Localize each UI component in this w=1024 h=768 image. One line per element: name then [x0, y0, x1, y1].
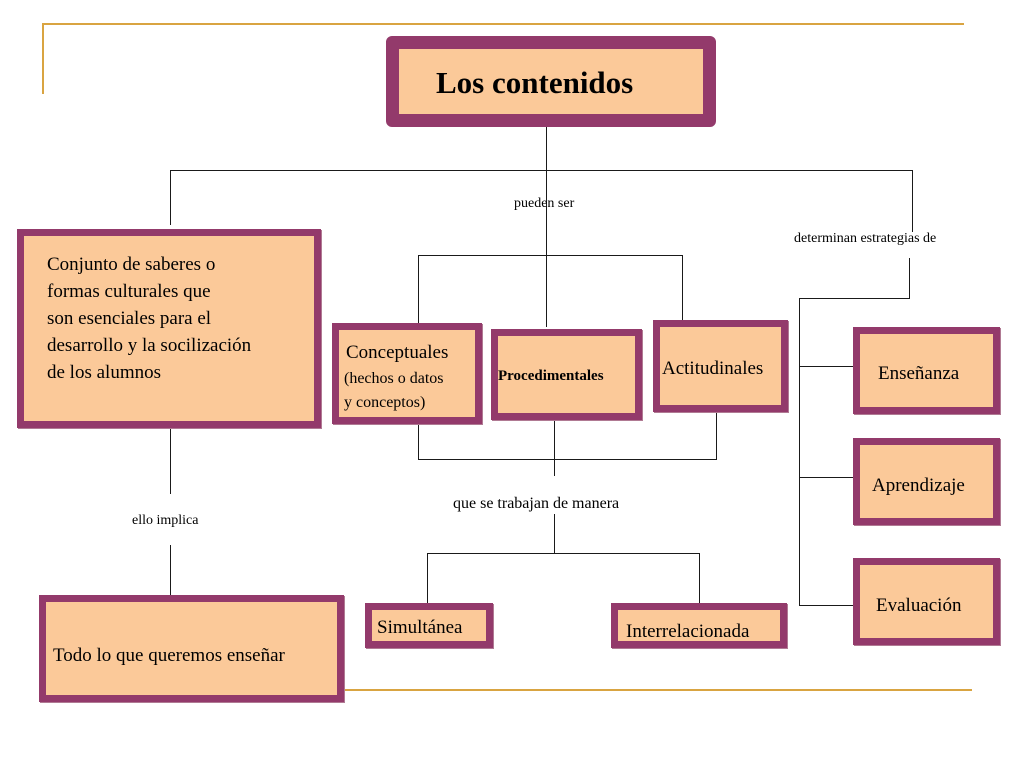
implication-text: Todo lo que queremos enseñar	[53, 645, 285, 666]
conceptuales-label: Conceptuales	[346, 342, 449, 363]
interrelacionada-node: Interrelacionada	[611, 603, 787, 648]
connector-to-conceptuales	[418, 255, 419, 328]
connector-types-bottom-bar	[418, 459, 717, 460]
evaluacion-label: Evaluación	[876, 595, 962, 616]
conceptuales-note: (hechos o datos	[344, 370, 444, 387]
connector-right-branch	[912, 170, 913, 232]
connector-to-actitudinales	[682, 255, 683, 323]
connector-to-simultanea	[427, 553, 428, 606]
edge-label-pueden-ser: pueden ser	[514, 196, 575, 211]
connector-procedimentales-down	[554, 418, 555, 476]
connector-right-drop	[909, 258, 910, 298]
edge-label-se-trabajan: que se trabajan de manera	[453, 495, 620, 512]
interrelacionada-label: Interrelacionada	[626, 621, 750, 642]
edge-label-ello-implica: ello implica	[132, 513, 199, 528]
definition-text: Conjunto de saberes o formas culturales …	[47, 251, 251, 386]
connector-manera-down	[554, 514, 555, 554]
connector-left-branch	[170, 170, 171, 225]
ensenanza-label: Enseñanza	[878, 363, 960, 384]
simultanea-label: Simultánea	[377, 617, 463, 638]
conceptuales-node: Conceptuales (hechos o datos y conceptos…	[332, 323, 482, 424]
connector-actitudinales-down	[716, 410, 717, 460]
top-decorative-rule	[42, 23, 964, 25]
connector-conceptuales-down	[418, 421, 419, 460]
connector-to-aprendizaje	[799, 477, 856, 478]
connector-to-interrelacionada	[699, 553, 700, 606]
simultanea-node: Simultánea	[365, 603, 493, 648]
procedimentales-node: Procedimentales	[491, 329, 642, 420]
definition-line: Conjunto de saberes o	[47, 254, 216, 275]
connector-implica-down	[170, 545, 171, 595]
connector-title-down	[546, 119, 547, 327]
actitudinales-label: Actitudinales	[662, 358, 764, 379]
definition-line: de los alumnos	[47, 362, 161, 383]
implication-node: Todo lo que queremos enseñar	[39, 595, 344, 702]
definition-line: formas culturales que	[47, 281, 211, 302]
left-decorative-rule	[42, 23, 44, 94]
definition-line: desarrollo y la socilización	[47, 335, 252, 356]
connector-modes-bar	[427, 553, 700, 554]
procedimentales-label: Procedimentales	[498, 368, 604, 384]
connector-definition-down	[170, 427, 171, 494]
definition-line: son esenciales para el	[47, 308, 212, 329]
title-node: Los contenidos	[386, 36, 716, 127]
connector-to-evaluacion	[799, 605, 856, 606]
aprendizaje-label: Aprendizaje	[872, 475, 965, 496]
definition-node: Conjunto de saberes o formas culturales …	[17, 229, 321, 428]
conceptuales-note: y conceptos)	[344, 394, 426, 411]
connector-top-bar	[170, 170, 913, 171]
aprendizaje-node: Aprendizaje	[853, 438, 1000, 525]
connector-right-turn	[799, 298, 910, 299]
evaluacion-node: Evaluación	[853, 558, 1000, 645]
connector-to-ensenanza	[799, 366, 856, 367]
connector-types-bar	[418, 255, 683, 256]
bottom-decorative-rule	[340, 689, 972, 691]
title-text: Los contenidos	[436, 65, 634, 100]
actitudinales-node: Actitudinales	[653, 320, 788, 412]
ensenanza-node: Enseñanza	[853, 327, 1000, 414]
edge-label-determinan: determinan estrategias de	[794, 231, 937, 246]
connector-strategies-spine	[799, 298, 800, 606]
